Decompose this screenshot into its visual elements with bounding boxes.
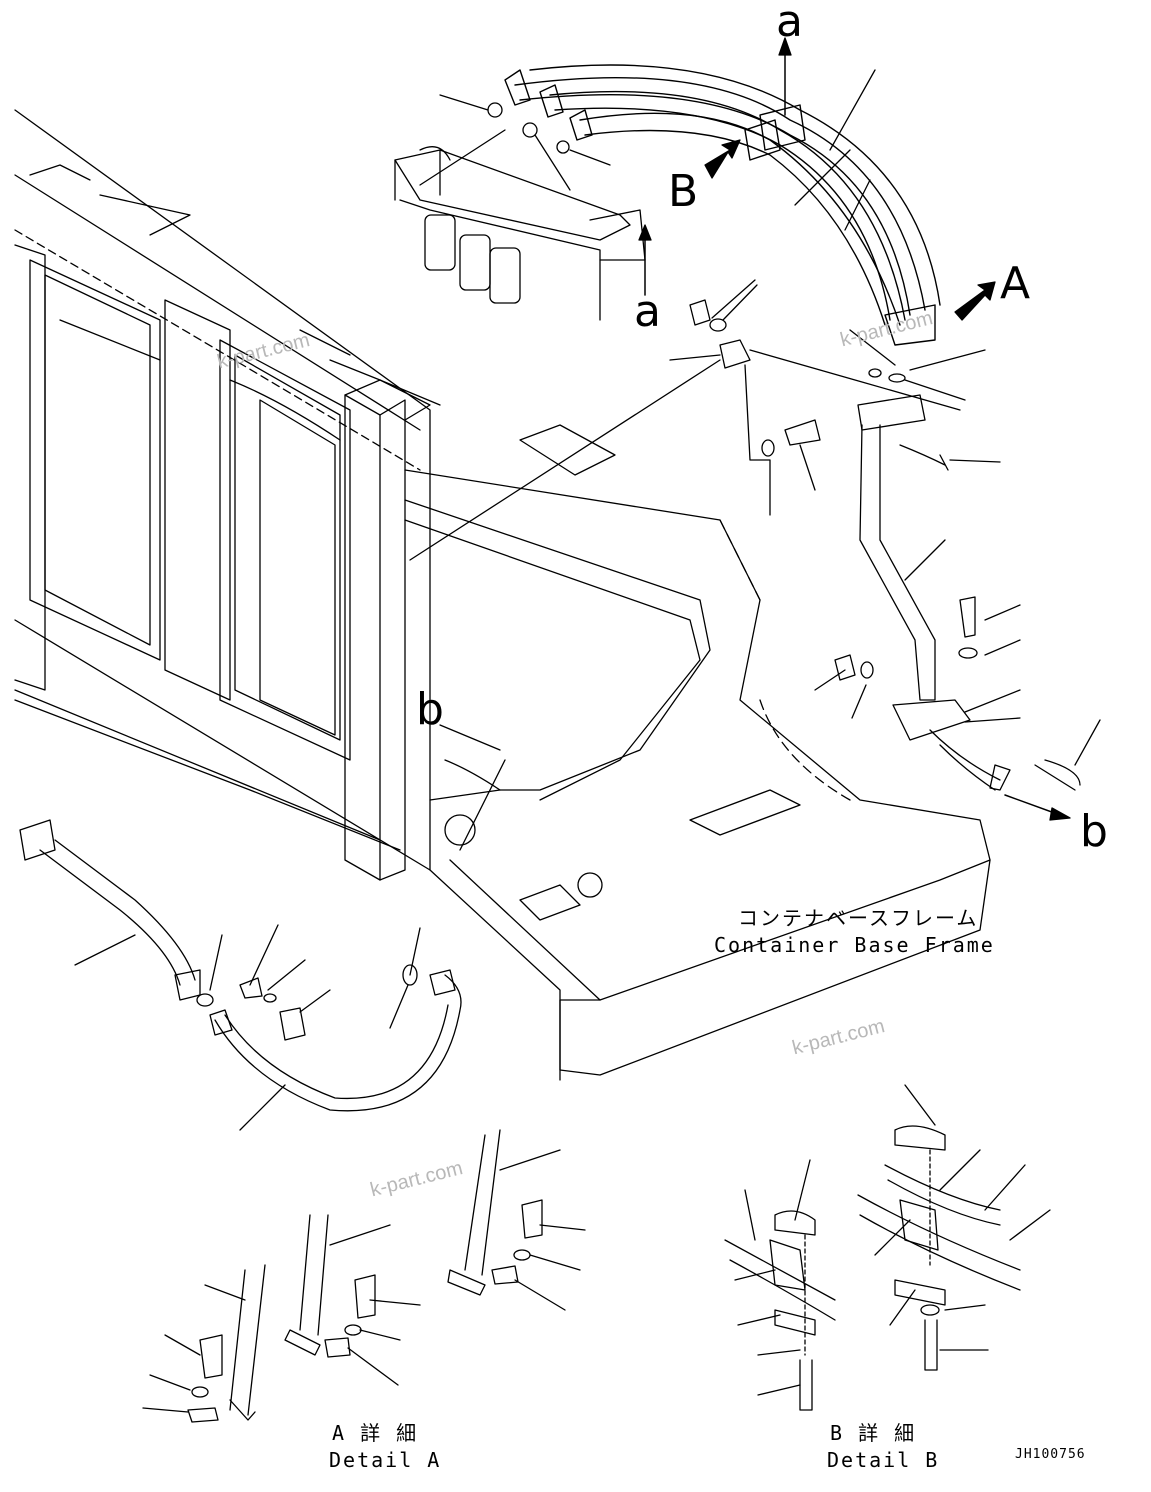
view-label-b-right: b	[1080, 806, 1108, 857]
detail-a-title-jp: A 詳 細	[332, 1421, 419, 1445]
radiator-frame	[14, 109, 441, 881]
view-label-a-upper: A	[1000, 258, 1031, 309]
detail-b-title-jp: B 詳 細	[830, 1421, 917, 1445]
detail-b-title-en: Detail B	[827, 1448, 940, 1472]
hydraulic-hoses-upper	[504, 64, 941, 346]
view-label-a-bottom: a	[634, 286, 661, 337]
container-base-frame-jp: コンテナベースフレーム	[738, 906, 979, 930]
detail-b-drawing	[724, 1084, 1051, 1411]
drawing-code: JH100756	[1015, 1447, 1086, 1462]
container-base-frame	[404, 424, 991, 1081]
vertical-pipe	[409, 69, 1101, 791]
filter-bracket-assembly	[394, 146, 646, 321]
view-arrows	[638, 37, 1071, 821]
lower-hose-assembly	[19, 724, 506, 1131]
detail-a-drawing	[142, 1129, 586, 1423]
callout-markers	[487, 102, 570, 154]
container-base-frame-en: Container Base Frame	[714, 933, 995, 957]
detail-a-title-en: Detail A	[329, 1448, 442, 1472]
view-label-b: B	[668, 166, 699, 217]
view-label-a-top: a	[776, 0, 803, 47]
view-label-b-left: b	[416, 684, 444, 735]
